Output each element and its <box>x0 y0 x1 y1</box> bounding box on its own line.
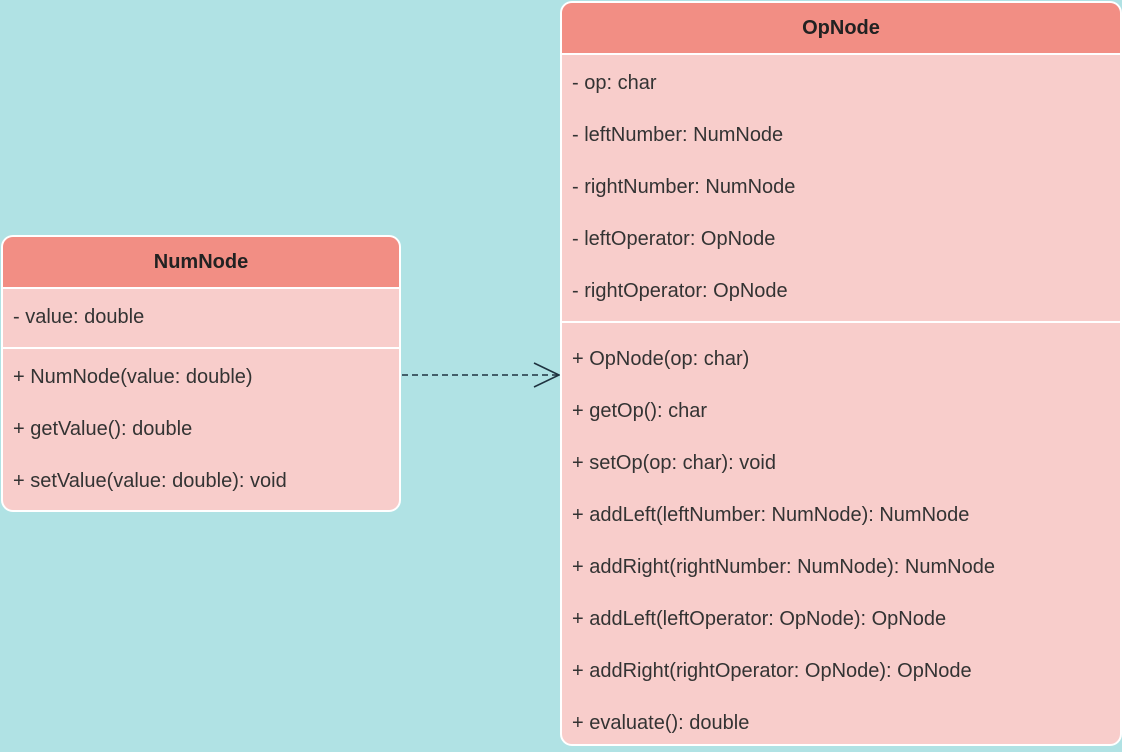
method-item: + OpNode(op: char) <box>572 348 750 370</box>
method-list-opnode: + OpNode(op: char) + getOp(): char + set… <box>562 323 1120 744</box>
method-item: + evaluate(): double <box>572 712 750 734</box>
class-name-numnode: NumNode <box>3 237 399 289</box>
attribute-list-numnode: - value: double <box>3 289 399 349</box>
method-item: + addLeft(leftOperator: OpNode): OpNode <box>572 608 947 630</box>
method-item: + addLeft(leftNumber: NumNode): NumNode <box>572 504 970 526</box>
method-list-numnode: + NumNode(value: double) + getValue(): d… <box>3 349 399 509</box>
class-name-label: OpNode <box>802 16 880 39</box>
class-name-opnode: OpNode <box>562 3 1120 55</box>
method-item: + NumNode(value: double) <box>13 366 253 388</box>
open-arrowhead <box>533 362 561 388</box>
attribute-item: - rightNumber: NumNode <box>572 176 796 198</box>
method-item: + addRight(rightOperator: OpNode): OpNod… <box>572 660 972 682</box>
method-item: + getValue(): double <box>13 418 193 440</box>
class-box-opnode[interactable]: OpNode - op: char - leftNumber: NumNode … <box>560 1 1122 746</box>
method-item: + setValue(value: double): void <box>13 470 287 492</box>
method-item: + setOp(op: char): void <box>572 452 776 474</box>
class-name-label: NumNode <box>153 250 249 273</box>
method-item: + addRight(rightNumber: NumNode): NumNod… <box>572 556 995 578</box>
attribute-item: - leftOperator: OpNode <box>572 228 776 250</box>
attribute-item: - op: char <box>572 72 657 94</box>
attribute-item: - leftNumber: NumNode <box>572 124 784 146</box>
attribute-list-opnode: - op: char - leftNumber: NumNode - right… <box>562 55 1120 323</box>
class-box-numnode[interactable]: NumNode - value: double + NumNode(value:… <box>1 235 401 512</box>
attribute-item: - value: double <box>13 306 145 328</box>
method-item: + getOp(): char <box>572 400 708 422</box>
attribute-item: - rightOperator: OpNode <box>572 280 788 302</box>
